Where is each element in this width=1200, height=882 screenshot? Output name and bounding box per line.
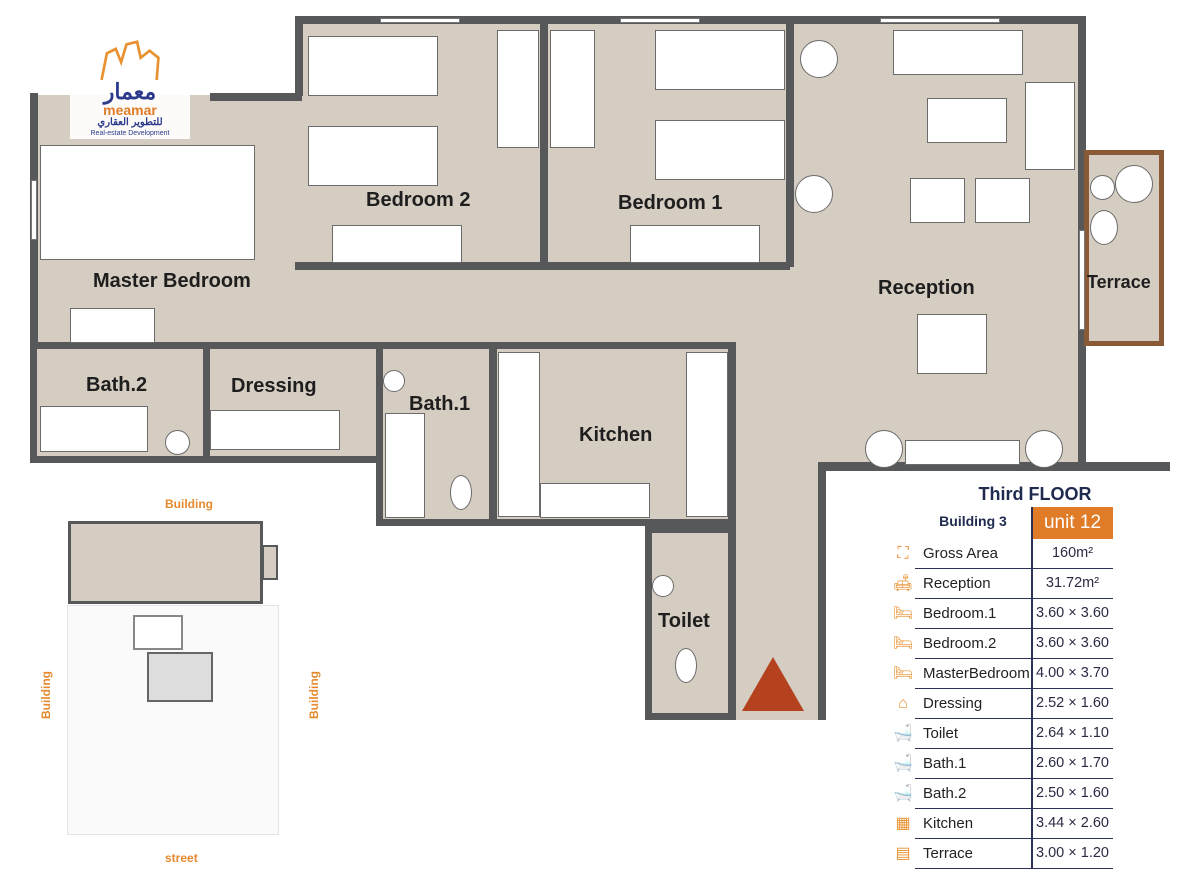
bed-icon: 🛏 <box>892 635 914 652</box>
row-label: Gross Area <box>923 545 999 562</box>
row-label: Bath.1 <box>923 755 967 772</box>
logo-arabic-name: معمار <box>103 79 157 104</box>
room-label-master: Master Bedroom <box>93 270 251 292</box>
row-label: Bath.2 <box>923 785 967 802</box>
row-label: MasterBedroom <box>923 665 1030 682</box>
row-label: Toilet <box>923 725 959 742</box>
area-icon: ⛶ <box>897 545 909 562</box>
row-label: Bedroom.2 <box>923 635 997 652</box>
room-label-bedroom2: Bedroom 2 <box>366 189 471 211</box>
bed-icon: 🛏 <box>892 605 914 622</box>
room-label-bedroom1: Bedroom 1 <box>618 192 723 214</box>
table-row: 🛏 Bedroom.1 3.60 × 3.60 <box>890 599 1113 629</box>
row-value: 2.64 × 1.10 <box>1036 725 1109 741</box>
key-plan-top-label: Building <box>165 497 213 511</box>
row-value: 2.52 × 1.60 <box>1036 695 1109 711</box>
room-label-terrace: Terrace <box>1087 272 1151 292</box>
row-value: 3.60 × 3.60 <box>1036 605 1109 621</box>
row-value: 3.60 × 3.60 <box>1036 635 1109 651</box>
key-plan-bottom-label: street <box>165 851 198 865</box>
row-label: Kitchen <box>923 815 974 832</box>
row-divider <box>915 867 1113 869</box>
room-label-bath2: Bath.2 <box>86 374 148 396</box>
table-row: 🛋 Reception 31.72m² <box>890 569 1113 599</box>
key-plan-terrace <box>262 545 278 580</box>
row-divider <box>915 687 1113 689</box>
window-icon: ▤ <box>895 845 911 862</box>
row-divider <box>915 657 1113 659</box>
unit-badge: unit 12 <box>1032 507 1113 539</box>
room-label-dressing: Dressing <box>231 375 317 397</box>
row-value: 4.00 × 3.70 <box>1036 665 1109 681</box>
hanger-icon: ⌂ <box>898 695 908 712</box>
row-divider <box>915 747 1113 749</box>
key-plan-left-label: Building <box>39 671 53 719</box>
bed-icon: 🛏 <box>892 665 914 682</box>
logo-english-name: meamar <box>103 102 157 118</box>
table-row: 🛏 MasterBedroom 4.00 × 3.70 <box>890 659 1113 689</box>
row-value: 2.50 × 1.60 <box>1036 785 1109 801</box>
entrance-arrow-icon <box>742 657 804 711</box>
room-label-reception: Reception <box>878 277 975 299</box>
table-row: ⌂ Dressing 2.52 × 1.60 <box>890 689 1113 719</box>
key-plan-unit <box>68 521 263 604</box>
row-divider <box>915 777 1113 779</box>
key-plan-right-label: Building <box>307 671 321 719</box>
row-divider <box>915 807 1113 809</box>
table-row: 🛁 Bath.1 2.60 × 1.70 <box>890 749 1113 779</box>
logo-buildings-icon <box>100 40 160 80</box>
kitchen-icon: ▦ <box>895 815 911 832</box>
building-label: Building 3 <box>939 513 1007 529</box>
key-plan-void <box>133 615 183 650</box>
table-row: ▤ Terrace 3.00 × 1.20 <box>890 839 1113 869</box>
bathtub-icon: 🛁 <box>893 725 913 742</box>
room-label-toilet: Toilet <box>658 610 710 632</box>
table-row: 🛏 Bedroom.2 3.60 × 3.60 <box>890 629 1113 659</box>
room-label-kitchen: Kitchen <box>579 424 653 446</box>
bathtub-icon: 🛁 <box>893 755 913 772</box>
row-value: 160m² <box>1051 545 1094 561</box>
table-row: ⛶ Gross Area 160m² <box>890 539 1113 569</box>
row-value: 3.44 × 2.60 <box>1036 815 1109 831</box>
row-divider <box>915 567 1113 569</box>
room-label-bath1: Bath.1 <box>409 393 471 415</box>
table-row: 🛁 Toilet 2.64 × 1.10 <box>890 719 1113 749</box>
row-divider <box>915 717 1113 719</box>
table-row: ▦ Kitchen 3.44 × 2.60 <box>890 809 1113 839</box>
table-row: 🛁 Bath.2 2.50 × 1.60 <box>890 779 1113 809</box>
logo-arabic-subtitle: للتطوير العقاري <box>97 117 163 128</box>
logo-tagline: Real-estate Development <box>90 130 170 137</box>
row-label: Terrace <box>923 845 974 862</box>
row-label: Reception <box>923 575 991 592</box>
row-value: 31.72m² <box>1045 575 1100 591</box>
row-label: Dressing <box>923 695 983 712</box>
key-plan-stair <box>147 652 213 702</box>
sofa-icon: 🛋 <box>892 575 914 592</box>
row-label: Bedroom.1 <box>923 605 997 622</box>
row-divider <box>915 837 1113 839</box>
floor-title: Third FLOOR <box>978 484 1092 504</box>
row-divider <box>915 627 1113 629</box>
row-value: 2.60 × 1.70 <box>1036 755 1109 771</box>
bathtub-icon: 🛁 <box>893 785 913 802</box>
row-divider <box>915 597 1113 599</box>
row-value: 3.00 × 1.20 <box>1036 845 1109 861</box>
logo: معمار meamar للتطوير العقاري Real-estate… <box>70 40 190 142</box>
